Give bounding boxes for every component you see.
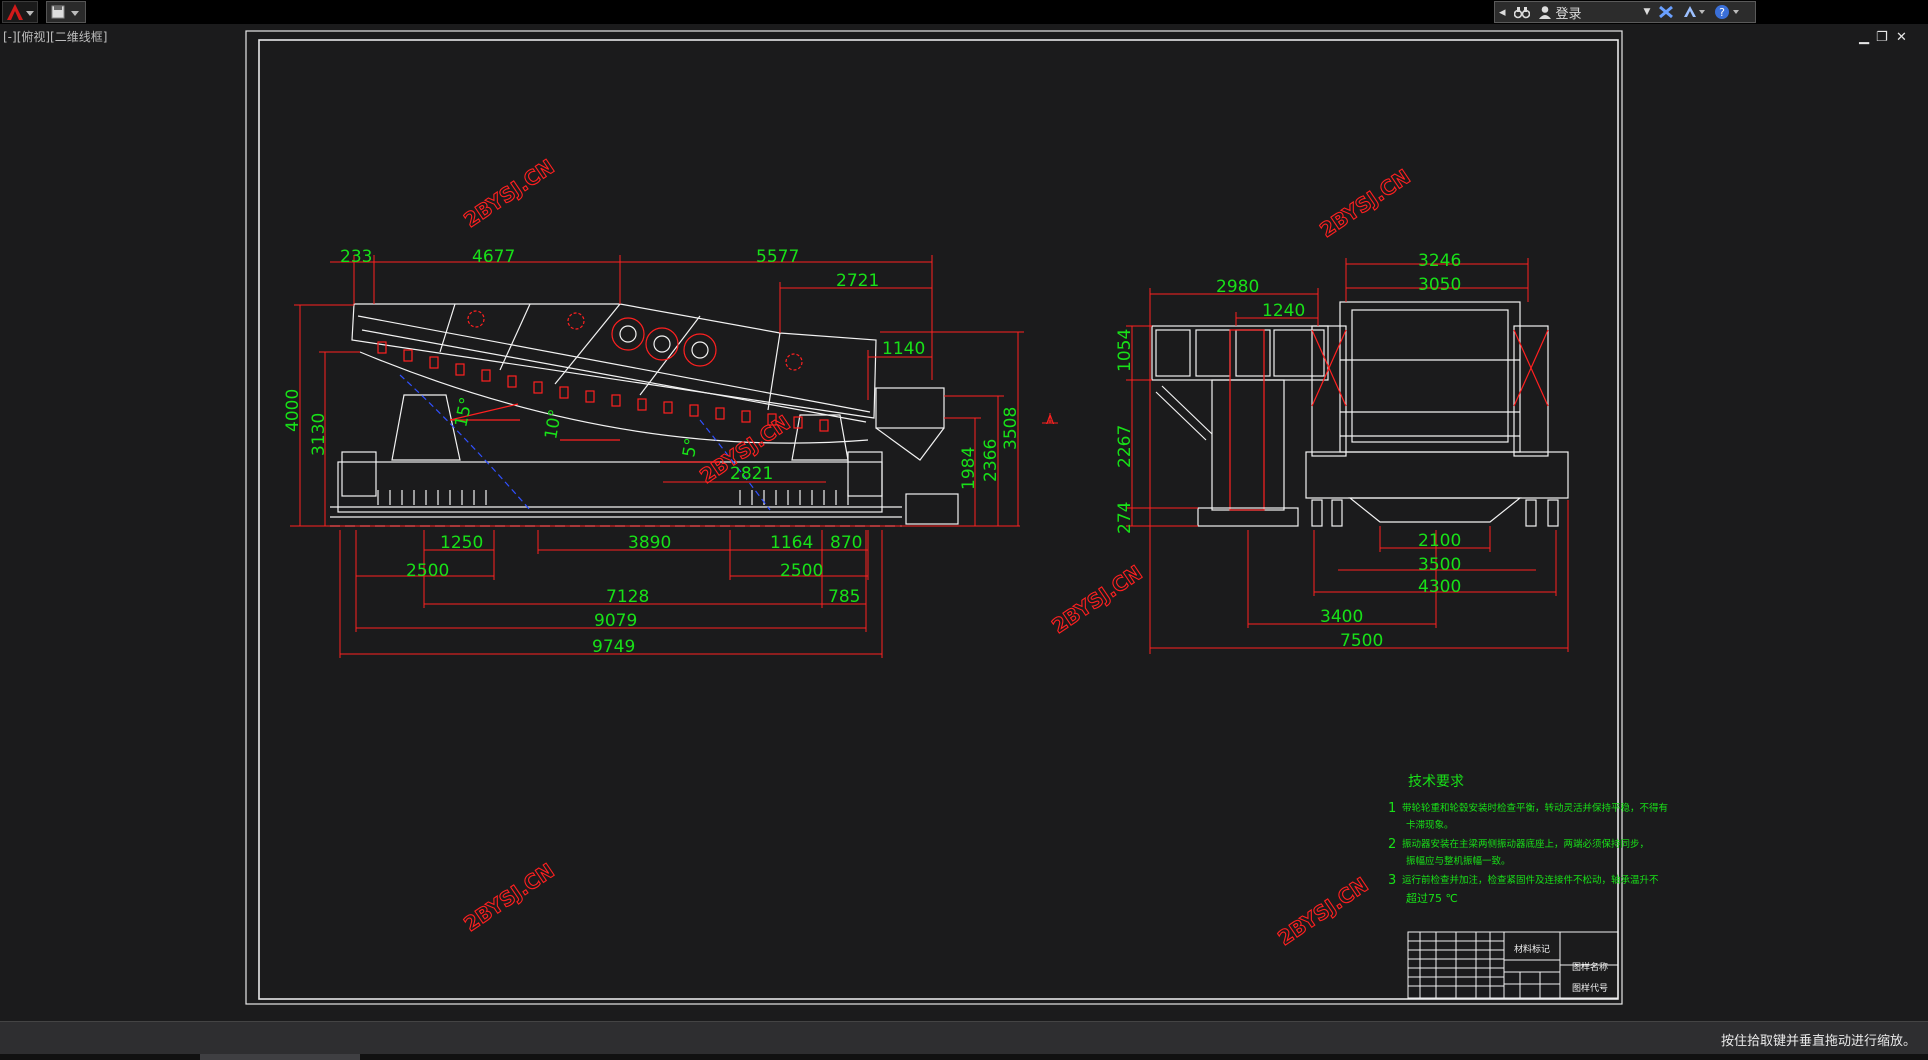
- tech-item-number: 3: [1388, 873, 1396, 888]
- quick-access-save-button[interactable]: [46, 1, 86, 23]
- angle-label: 15°: [451, 395, 477, 429]
- login-button[interactable]: 登录 ▼: [1534, 2, 1655, 22]
- dim-label: 1984: [959, 447, 979, 490]
- dim-label: 2366: [981, 439, 1001, 482]
- application-menu-button[interactable]: [2, 1, 38, 23]
- dim-label: 2821: [730, 464, 773, 484]
- tech-item-line: 振幅应与整机振幅一致。: [1406, 855, 1511, 867]
- dim-label: 4677: [472, 247, 515, 267]
- dim-label: 233: [340, 247, 372, 267]
- tech-item-line: 振动器安装在主梁两侧振动器底座上，两端必须保持同步，: [1402, 838, 1649, 850]
- dim-label: 9749: [592, 637, 635, 657]
- dim-label: 1250: [440, 533, 483, 553]
- front-view-dim-labels: 233 4677 5577 2721 1140 4000 3130 15° 10…: [283, 247, 1021, 657]
- dim-label: 3130: [309, 413, 329, 456]
- dim-label: 1054: [1115, 329, 1135, 372]
- angle-label: 5°: [679, 436, 702, 459]
- dim-label: 7128: [606, 587, 649, 607]
- dim-label: 3500: [1418, 555, 1461, 575]
- title-block: [1407, 931, 1619, 999]
- side-view-dimensions: [1126, 258, 1569, 654]
- title-block-material: 材料标记: [1514, 943, 1550, 955]
- title-block-code-label: 图样代号: [1572, 982, 1608, 994]
- front-view: [330, 303, 959, 527]
- tech-requirements-title: 技术要求: [1408, 774, 1464, 790]
- dim-label: 5577: [756, 247, 799, 267]
- binoculars-icon[interactable]: [1510, 2, 1534, 22]
- dim-label: 3508: [1001, 407, 1021, 450]
- dim-label: 2721: [836, 271, 879, 291]
- save-icon: [51, 5, 79, 19]
- dim-label: 1164: [770, 533, 813, 553]
- close-drawing-icon[interactable]: ✕: [1896, 30, 1907, 45]
- tech-item-line: 带轮轮重和轮毂安装时检查平衡，转动灵活并保持平稳，不得有: [1402, 802, 1668, 814]
- login-label: 登录: [1555, 6, 1582, 22]
- dim-label: 7500: [1340, 631, 1383, 651]
- watermark-text: 2BYSJ.CN: [459, 858, 558, 936]
- dim-label: 1140: [882, 339, 925, 359]
- chevron-down-icon: ▼: [1643, 7, 1651, 17]
- help-icon[interactable]: ?: [1710, 2, 1744, 22]
- dim-label: 4300: [1418, 577, 1461, 597]
- title-bar: ◂ 登录 ▼ ?: [0, 0, 1928, 24]
- dim-label: 3246: [1418, 251, 1461, 271]
- watermark-text: 2BYSJ.CN: [1315, 164, 1414, 242]
- tech-item-number: 1: [1388, 801, 1396, 816]
- dim-label: 2500: [406, 561, 449, 581]
- scrollbar-thumb[interactable]: [200, 1054, 360, 1060]
- dim-label: 3050: [1418, 275, 1461, 295]
- viewport-controls-label[interactable]: [-][俯视][二维线框]: [3, 30, 108, 44]
- tech-requirements: 技术要求 1 带轮轮重和轮毂安装时检查平衡，转动灵活并保持平稳，不得有 卡滞现象…: [1388, 774, 1668, 905]
- sheet-inner-border: [258, 39, 1619, 1000]
- section-marker-label: A: [1046, 413, 1055, 427]
- dim-label: 3400: [1320, 607, 1363, 627]
- horizontal-scrollbar[interactable]: [0, 1054, 1928, 1060]
- tech-item-line: 运行前检查并加注，检查紧固件及连接件不松动，轴承温升不: [1402, 874, 1659, 886]
- tech-item-line: 卡滞现象。: [1406, 819, 1454, 831]
- side-view-dim-labels: 3246 3050 2980 1240 1054 2267 274 2100 3…: [1115, 251, 1461, 651]
- dim-label: 870: [830, 533, 862, 553]
- title-block-name-label: 图样名称: [1572, 961, 1608, 973]
- status-bar: 按住拾取键并垂直拖动进行缩放。: [0, 1021, 1928, 1055]
- watermark-text: 2BYSJ.CN: [1047, 560, 1146, 638]
- tech-item-line: 超过75 ℃: [1406, 891, 1458, 905]
- dim-label: 274: [1115, 502, 1135, 534]
- tech-item-number: 2: [1388, 837, 1396, 852]
- dim-label: 2267: [1115, 425, 1135, 468]
- restore-drawing-icon[interactable]: ❐: [1876, 30, 1888, 45]
- dim-label: 9079: [594, 611, 637, 631]
- watermarks: 2BYSJ.CN 2BYSJ.CN 2BYSJ.CN 2BYSJ.CN 2BYS…: [459, 154, 1415, 951]
- watermark-text: 2BYSJ.CN: [1273, 872, 1372, 950]
- user-icon: [1538, 6, 1551, 19]
- status-message: 按住拾取键并垂直拖动进行缩放。: [1720, 1034, 1916, 1049]
- dim-label: 3890: [628, 533, 671, 553]
- side-view: [1151, 301, 1569, 527]
- svg-text:?: ?: [1720, 6, 1726, 19]
- watermark-text: 2BYSJ.CN: [459, 154, 558, 232]
- minimize-drawing-icon[interactable]: ▁: [1859, 30, 1869, 45]
- angle-label: 10°: [541, 408, 566, 441]
- front-view-dimensions: [290, 255, 1058, 658]
- dim-label: 785: [828, 587, 860, 607]
- dim-label: 2100: [1418, 531, 1461, 551]
- dim-label: 4000: [283, 389, 303, 432]
- scroll-left-icon[interactable]: ◂: [1499, 4, 1506, 20]
- exchange-apps-icon[interactable]: [1654, 2, 1678, 22]
- dim-label: 2980: [1216, 277, 1259, 297]
- autocad-logo-icon: [7, 4, 34, 20]
- infocenter-toolbar: ◂ 登录 ▼ ?: [1494, 1, 1756, 23]
- dim-label: 2500: [780, 561, 823, 581]
- sheet-outer-border: [245, 30, 1623, 1005]
- autodesk-a360-icon[interactable]: [1678, 2, 1710, 22]
- drawing-canvas[interactable]: 233 4677 5577 2721 1140 4000 3130 15° 10…: [0, 0, 1928, 1021]
- dim-label: 1240: [1262, 301, 1305, 321]
